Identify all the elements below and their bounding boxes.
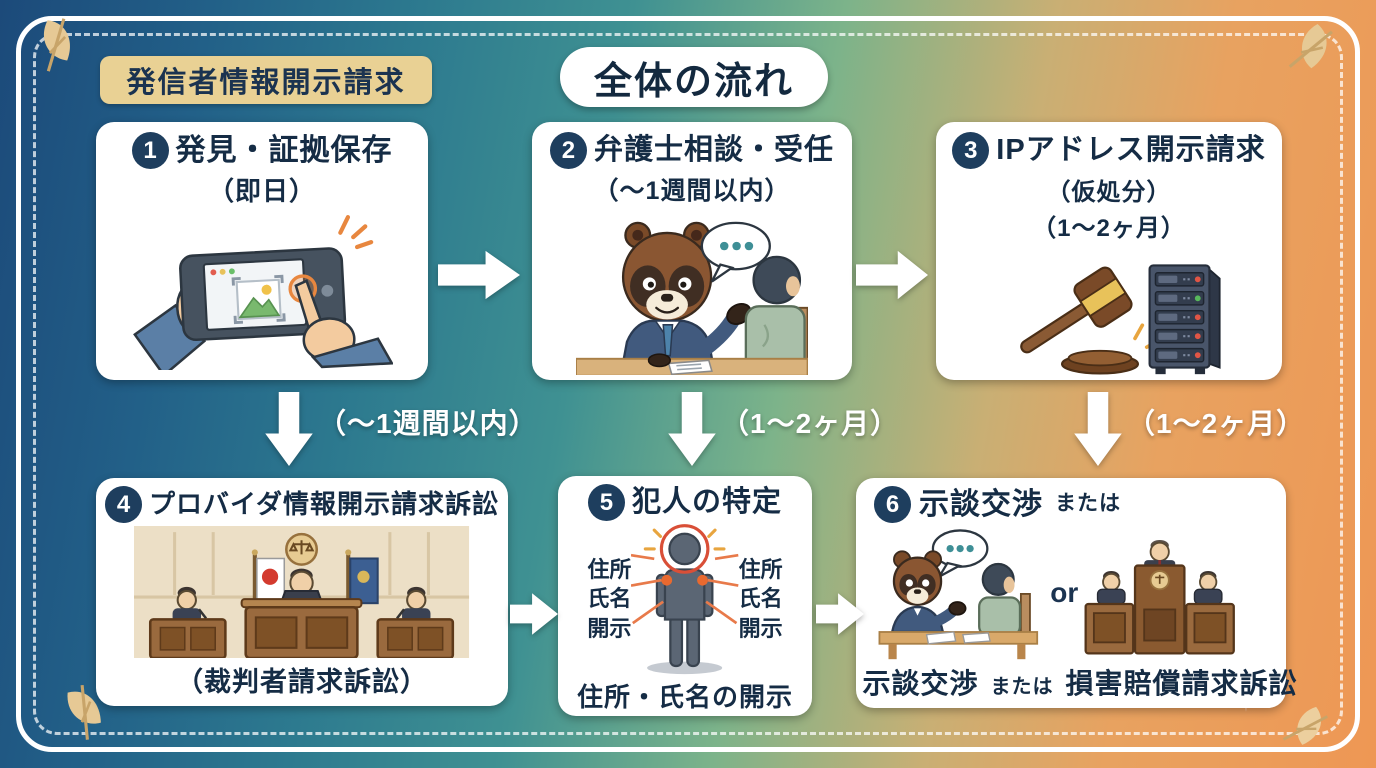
step-6-caption: 示談交渉 または 損害賠償請求訴訟 (862, 662, 1296, 702)
label-address-left: 住所 (587, 557, 632, 583)
suspect-identification-illustration (631, 524, 739, 675)
step-1-number-badge: 1 (131, 132, 169, 169)
or-label: or (1050, 577, 1079, 608)
label-name-left: 氏名 (587, 586, 632, 612)
damages-trial-illustration (1084, 539, 1236, 655)
leaf-icon-bottom-left (67, 684, 101, 740)
topic-badge: 発信者情報開示請求 (100, 56, 432, 104)
step-4-title: プロバイダ情報開示請求訴訟 (149, 488, 499, 519)
step-2-duration: （〜1週間以内） (593, 177, 791, 205)
step-3-title: IPアドレス開示請求 (996, 134, 1266, 167)
step-2-header: 2 弁護士相談・受任 (549, 132, 834, 169)
step-3-header: 3 IPアドレス開示請求 (952, 132, 1265, 169)
step-5-title: 犯人の特定 (631, 486, 782, 519)
leaf-icon-bottom-right (1282, 706, 1329, 745)
step-6-number-badge: 6 (874, 486, 911, 523)
arrow-step1-to-step2 (438, 247, 520, 303)
step-5-left-labels: 住所 氏名 開示 (587, 523, 631, 675)
step-6-caption-main: 示談交渉 (862, 668, 979, 699)
step-6-options-row: or (874, 525, 1286, 661)
label-address-right: 住所 (738, 557, 783, 583)
arrow-step2-to-step5 (665, 392, 719, 466)
step-6-title: 示談交渉 (919, 487, 1043, 521)
arrow-step5-to-step6 (816, 588, 864, 640)
step-3-note: （仮処分） (1046, 179, 1172, 206)
label-disclosure-left: 開示 (587, 615, 632, 641)
connector-2-label: （1〜2ヶ月） (721, 408, 900, 439)
step-3-duration: （1〜2ヶ月） (1032, 215, 1186, 242)
arrow-step2-to-step3 (856, 247, 928, 303)
step-4-card: 4 プロバイダ情報開示請求訴訟 (96, 478, 508, 706)
step-6-title-suffix: または (1055, 492, 1121, 516)
step-5-card: 5 犯人の特定 住所 氏名 開示 (558, 476, 812, 716)
step-3-number-badge: 3 (952, 132, 990, 169)
step-5-caption: 住所・氏名の開示 (576, 682, 793, 712)
step-2-card: 2 弁護士相談・受任 （〜1週間以内） (532, 122, 852, 380)
lawyer-consultation-illustration (576, 221, 808, 375)
arrow-step3-to-step6 (1071, 392, 1125, 466)
courtroom-illustration (134, 526, 470, 658)
arrow-step1-to-step4 (262, 392, 316, 466)
step-2-title: 弁護士相談・受任 (593, 134, 834, 167)
gavel-server-illustration (1020, 264, 1221, 375)
step-4-header: 4 プロバイダ情報開示請求訴訟 (105, 486, 499, 523)
page-title: 全体の流れ (560, 47, 828, 107)
step-4-caption: （裁判者請求訴訟） (176, 667, 428, 697)
step-6-caption-end: 損害賠償請求訴訟 (1065, 668, 1298, 699)
step-5-figure-row: 住所 氏名 開示 住所 氏名 開示 (587, 523, 783, 675)
step-1-duration: （即日） (207, 176, 316, 206)
settlement-illustration (878, 529, 1039, 660)
step-1-header: 1 発見・証拠保存 (131, 132, 393, 169)
step-3-card: 3 IPアドレス開示請求 （仮処分） （1〜2ヶ月） (936, 122, 1282, 380)
leaf-icon-top-left (43, 18, 70, 72)
step-6-header: 6 示談交渉 または (874, 486, 1121, 523)
arrow-step4-to-step5 (510, 588, 558, 640)
step-2-number-badge: 2 (549, 132, 587, 169)
connector-1-label: （〜1週間以内） (318, 408, 538, 439)
step-5-right-labels: 住所 氏名 開示 (739, 523, 783, 675)
step-1-title: 発見・証拠保存 (175, 133, 393, 167)
step-6-card: 6 示談交渉 または (856, 478, 1297, 708)
step-1-card: 1 発見・証拠保存 （即日） (96, 122, 428, 380)
step-5-header: 5 犯人の特定 (587, 484, 782, 521)
step-4-number-badge: 4 (105, 486, 143, 523)
connector-3-label: （1〜2ヶ月） (1127, 408, 1306, 439)
leaf-icon-top-right (1288, 24, 1333, 69)
phone-screenshot-illustration (133, 215, 393, 370)
label-name-right: 氏名 (738, 586, 783, 612)
step-5-number-badge: 5 (587, 484, 625, 521)
step-6-caption-mid: または (990, 676, 1054, 698)
label-disclosure-right: 開示 (738, 615, 783, 641)
